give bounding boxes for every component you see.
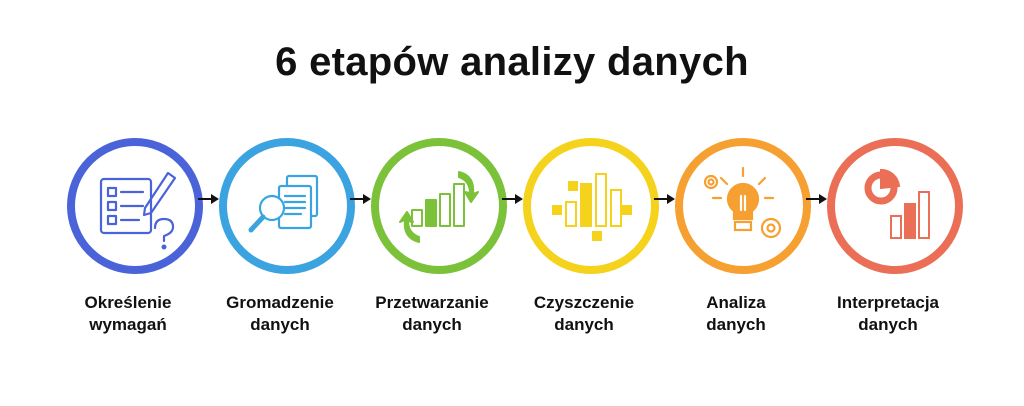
stage-3-ring: [371, 138, 507, 274]
pie-bars-icon: [864, 168, 930, 239]
checklist-pen-question-icon: [99, 171, 177, 250]
stage-5-ring: [675, 138, 811, 274]
arrow-right-icon: [806, 194, 827, 204]
stage-6-ring: [827, 138, 963, 274]
stage-1-ring: [67, 138, 203, 274]
stage-4-ring: [523, 138, 659, 274]
arrow-right-icon: [350, 194, 371, 204]
scattered-bars-icon: [552, 173, 632, 241]
arrow-right-icon: [654, 194, 675, 204]
stage-2-ring: [219, 138, 355, 274]
bars-refresh-arrows-icon: [399, 171, 479, 243]
arrow-right-icon: [198, 194, 219, 204]
documents-magnifier-icon: [248, 174, 319, 233]
lightbulb-gears-icon: [703, 166, 782, 239]
diagram-title: 6 etapów analizy danych: [275, 40, 749, 84]
arrow-right-icon: [502, 194, 523, 204]
